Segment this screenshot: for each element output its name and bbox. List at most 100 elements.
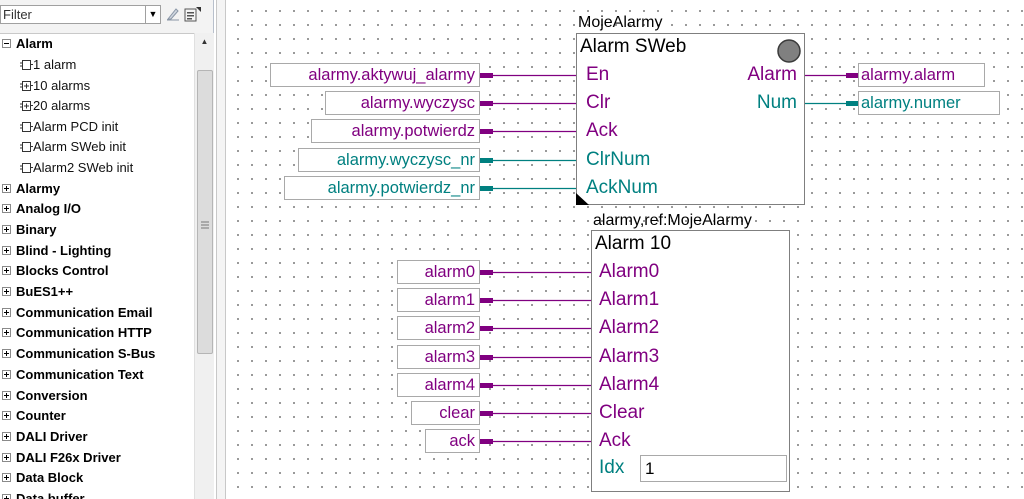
single-fbox-icon xyxy=(20,121,33,132)
fbox-input-pin: Alarm4 xyxy=(599,374,660,395)
wire-terminal xyxy=(846,73,859,78)
expand-icon[interactable] xyxy=(2,453,11,462)
input-value-field[interactable]: alarm4 xyxy=(397,373,480,397)
fbox-input-pin: Ack xyxy=(599,430,631,451)
wire-terminal xyxy=(480,101,493,106)
expand-icon[interactable] xyxy=(2,391,11,400)
input-value-field[interactable]: clear xyxy=(411,401,480,425)
wire-terminal xyxy=(480,270,493,275)
tree-category-label: Analog I/O xyxy=(16,201,81,216)
filter-dropdown-button[interactable]: ▼ xyxy=(146,5,161,24)
tree-category-label: BuES1++ xyxy=(16,284,74,299)
expand-icon[interactable] xyxy=(2,225,11,234)
input-value-field[interactable]: alarm2 xyxy=(397,316,480,340)
tree-category-label: Conversion xyxy=(16,388,88,403)
tree-scrollbar[interactable]: ▲ xyxy=(194,33,214,499)
expand-icon[interactable] xyxy=(2,411,11,420)
canvas-left-margin xyxy=(216,0,226,499)
wire-terminal xyxy=(480,439,493,444)
tree-category-label: Communication S-Bus xyxy=(16,346,156,361)
expand-icon[interactable] xyxy=(2,246,11,255)
expand-icon[interactable] xyxy=(2,370,11,379)
scrollbar-grip-icon xyxy=(201,221,209,229)
resize-corner-icon xyxy=(576,193,589,205)
fbox-input-pin: Ack xyxy=(586,120,618,141)
input-value-field[interactable]: alarmy.aktywuj_alarmy xyxy=(270,63,480,87)
fbox-input-pin: AckNum xyxy=(586,177,658,198)
tree-category-label: Communication Email xyxy=(16,305,153,320)
tree-item-label: 20 alarms xyxy=(33,98,91,114)
param-label-idx: Idx xyxy=(599,457,625,478)
fbox-sweb-caption: MojeAlarmy xyxy=(578,14,663,31)
wire-terminal xyxy=(480,129,493,134)
expand-icon[interactable] xyxy=(2,204,11,213)
input-value-field[interactable]: alarmy.wyczysc xyxy=(325,91,480,115)
output-value-field[interactable]: alarmy.numer xyxy=(858,91,1000,115)
fbox-input-pin: En xyxy=(586,64,610,85)
fbox-alarm-sweb[interactable]: Alarm SWeb xyxy=(576,33,805,205)
tree-category-label: Data buffer xyxy=(16,491,85,499)
fbox-input-pin: ClrNum xyxy=(586,149,651,170)
fbox-input-pin: Alarm2 xyxy=(599,317,660,338)
wire-terminal xyxy=(480,298,493,303)
fbox-alarm-10[interactable]: Alarm 10 Idx 1 xyxy=(591,230,790,492)
fbox-input-pin: Alarm0 xyxy=(599,261,660,282)
param-idx-field[interactable]: 1 xyxy=(640,455,787,482)
tree-item-label: Alarm PCD init xyxy=(33,118,119,134)
tree-category-label: Blind - Lighting xyxy=(16,243,112,258)
input-value-field[interactable]: alarmy.potwierdz_nr xyxy=(284,176,480,200)
tree-category-label: Alarmy xyxy=(16,181,61,196)
input-value-field[interactable]: alarm0 xyxy=(397,260,480,284)
fbox-output-pin: Alarm xyxy=(747,64,797,85)
fbox-input-pin: Alarm3 xyxy=(599,346,660,367)
expand-icon[interactable] xyxy=(2,266,11,275)
filter-options-icon[interactable] xyxy=(184,6,202,22)
input-value-field[interactable]: alarmy.potwierdz xyxy=(311,119,480,143)
status-led-icon xyxy=(777,39,801,63)
clear-filter-icon[interactable] xyxy=(165,6,181,22)
scrollbar-thumb[interactable] xyxy=(197,70,213,354)
wire-terminal xyxy=(480,411,493,416)
input-value-field[interactable]: alarm1 xyxy=(397,288,480,312)
tree-category-label: Alarm xyxy=(16,36,53,51)
single-fbox-icon xyxy=(20,163,33,173)
input-value-field[interactable]: alarmy.wyczysc_nr xyxy=(298,148,480,172)
tree-category-label: Blocks Control xyxy=(16,263,109,278)
wire-terminal xyxy=(480,186,493,191)
wire-terminal xyxy=(846,101,859,106)
fbox-input-pin: Clr xyxy=(586,92,611,113)
single-fbox-icon xyxy=(20,142,33,153)
expand-icon[interactable] xyxy=(2,287,11,296)
tree-category-label: Communication HTTP xyxy=(16,325,152,340)
fbox-input-pin: Alarm1 xyxy=(599,289,660,310)
tree-item-label: 1 alarm xyxy=(33,57,77,72)
fbox-alarm10-title: Alarm 10 xyxy=(595,233,672,254)
output-value-field[interactable]: alarmy.alarm xyxy=(858,63,985,87)
expand-icon[interactable] xyxy=(2,432,11,441)
input-value-field[interactable]: ack xyxy=(425,429,480,453)
wire-terminal xyxy=(480,158,493,163)
tree-category-label: Counter xyxy=(16,408,66,423)
expand-icon[interactable] xyxy=(2,349,11,358)
scroll-up-arrow-icon[interactable]: ▲ xyxy=(200,37,209,46)
wire-terminal xyxy=(480,355,493,360)
wire-terminal xyxy=(480,326,493,331)
expand-icon[interactable] xyxy=(2,184,11,193)
wire-terminal xyxy=(480,73,493,78)
tree-category-label: DALI Driver xyxy=(16,429,88,444)
expand-icon[interactable] xyxy=(2,473,11,482)
tree-category-label: Data Block xyxy=(16,470,84,485)
fbox-alarm10-caption: alarmy,ref:MojeAlarmy xyxy=(593,212,752,229)
tree-item-label: Alarm SWeb init xyxy=(33,139,126,155)
collapse-icon[interactable] xyxy=(2,39,11,48)
filter-input[interactable] xyxy=(0,5,146,24)
wire-terminal xyxy=(480,383,493,388)
expand-icon[interactable] xyxy=(2,328,11,337)
tree-item-label: 10 alarms xyxy=(33,77,91,93)
tree-category-label: Communication Text xyxy=(16,367,144,382)
input-value-field[interactable]: alarm3 xyxy=(397,345,480,369)
expand-icon[interactable] xyxy=(2,308,11,317)
multi-fbox-icon xyxy=(20,80,33,91)
